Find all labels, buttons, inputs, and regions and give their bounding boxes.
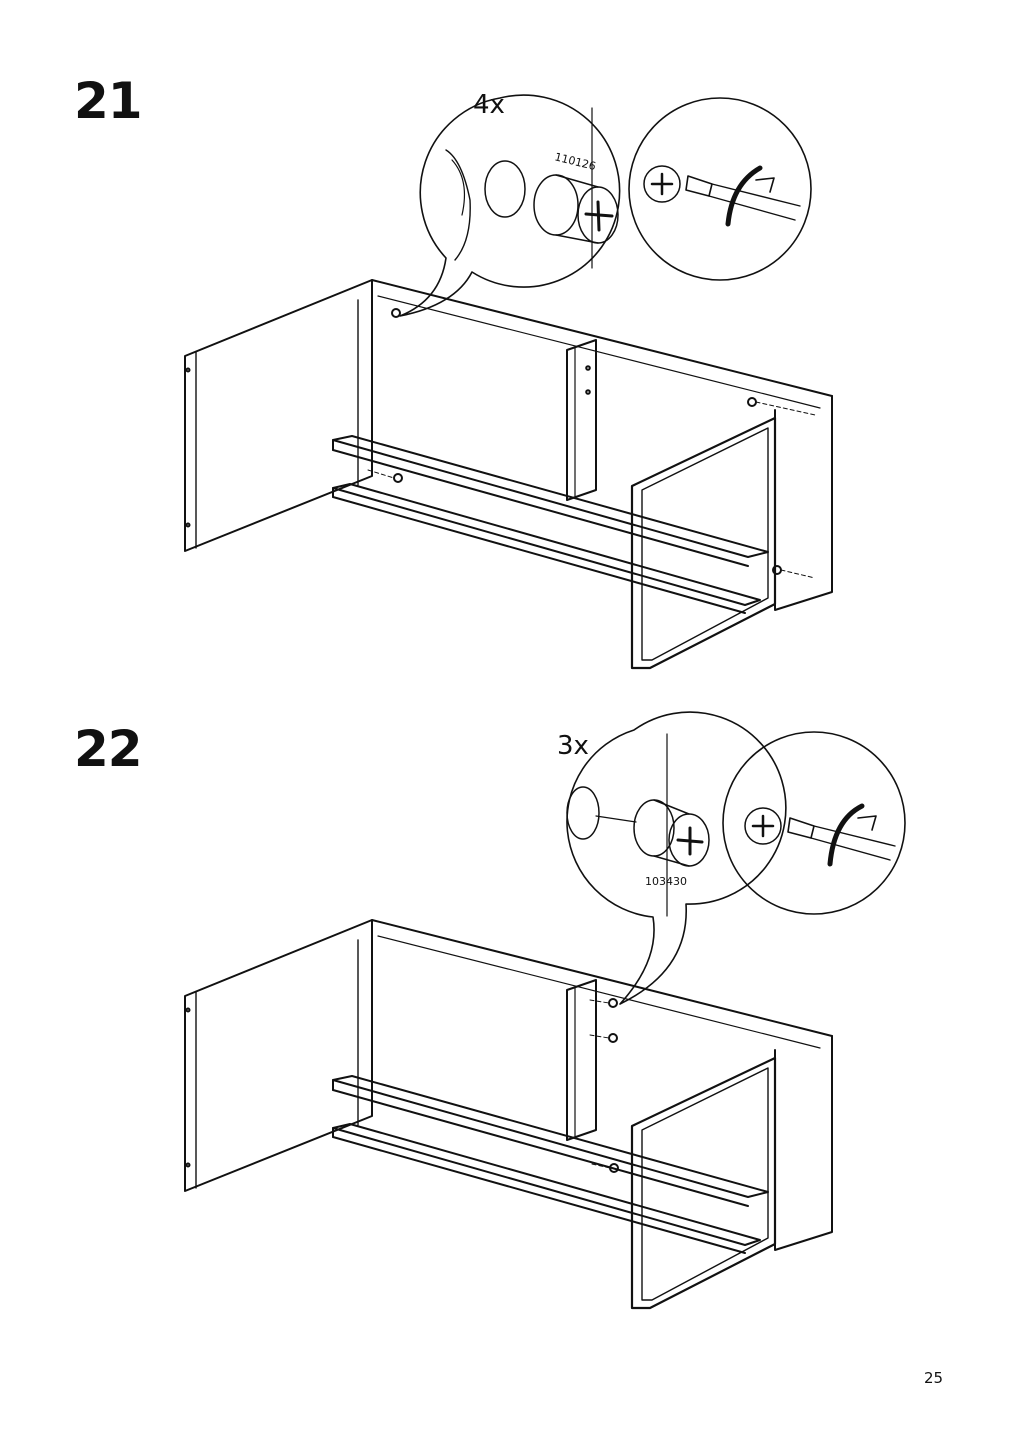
step-21-number: 21	[74, 72, 143, 130]
step-22-number: 22	[74, 720, 143, 778]
cam-lock-icon	[643, 165, 681, 203]
step-21-tighten-bubble	[628, 97, 812, 281]
step-22-detail-bubble: 103430	[566, 711, 787, 1005]
page-number: 25	[924, 1369, 944, 1387]
step-21-detail-bubble: 110126	[399, 94, 621, 317]
rotate-arrow-icon	[827, 803, 865, 867]
cabinet-frame-illustration	[184, 919, 833, 1310]
step-21-part-number: 110126	[553, 150, 597, 173]
step-22-part-number: 103430	[645, 875, 687, 888]
screwdriver-icon	[787, 817, 896, 861]
cam-lock-icon	[566, 786, 710, 867]
cabinet-frame-illustration	[184, 279, 833, 670]
step-21-illustration: 110126	[184, 94, 833, 670]
screwdriver-icon	[685, 175, 801, 221]
cam-lock-icon	[744, 807, 782, 845]
step-22-tighten-bubble	[722, 731, 906, 915]
rotate-arrow-icon	[725, 165, 763, 227]
step-22-quantity: 3x	[557, 731, 589, 761]
cam-lock-icon	[445, 149, 619, 261]
